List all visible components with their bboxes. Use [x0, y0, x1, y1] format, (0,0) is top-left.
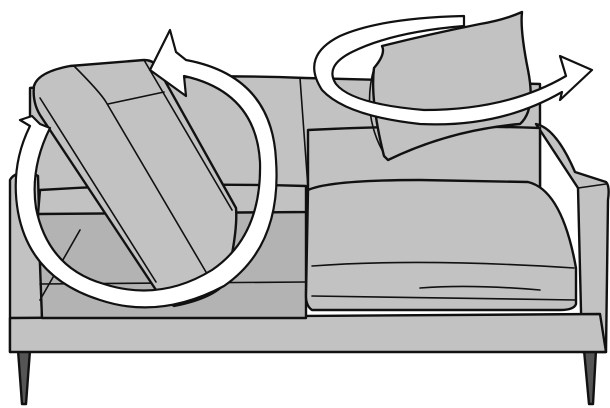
sofa-leg-right — [584, 350, 596, 404]
sofa-base-rail — [10, 314, 606, 352]
sofa-legs — [18, 350, 596, 404]
sofa-leg-left — [18, 350, 30, 404]
right-seat-cushion — [306, 180, 576, 310]
